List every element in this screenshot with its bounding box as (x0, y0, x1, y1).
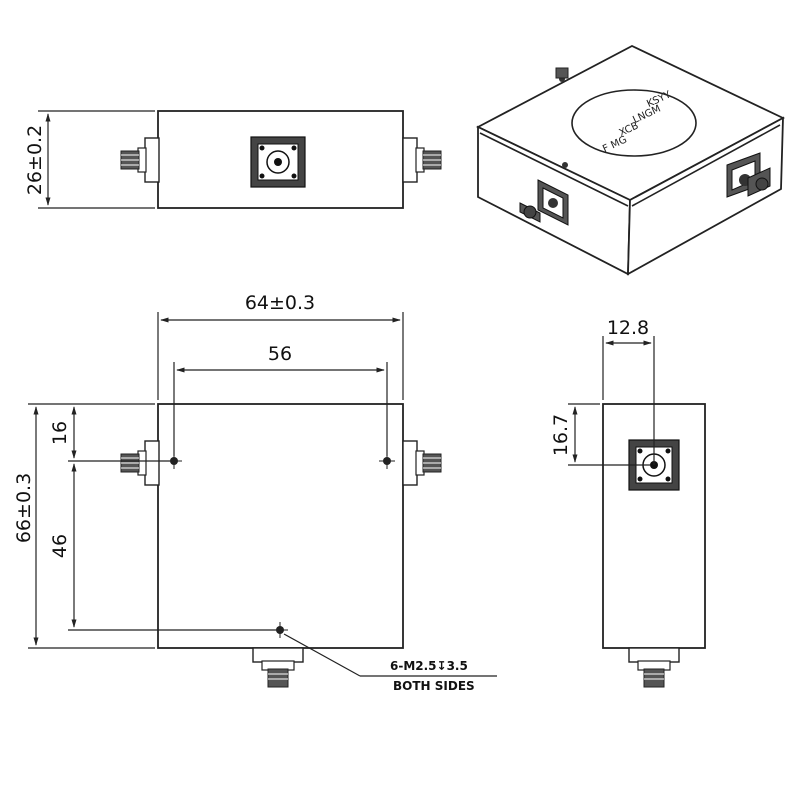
iso-front-connector (519, 179, 569, 226)
iso-label-plate: KSYY LNGM XCB F MG (571, 89, 697, 157)
top-view-body (157, 403, 404, 649)
dim-hole-spacing: 56 (173, 343, 388, 456)
dim-offset-46: 46 (49, 463, 276, 631)
isometric-view: KSYY LNGM XCB F MG (475, 44, 785, 276)
callout-sides: BOTH SIDES (393, 679, 475, 693)
label-connector-y: 16.7 (550, 414, 572, 456)
label-offset-46: 46 (49, 534, 71, 558)
callout-thread: 6-M2.5↧3.5 (390, 659, 468, 673)
iso-right-connector (726, 152, 771, 198)
end-view: 12.8 16.7 (550, 317, 706, 688)
dim-height-total: 66±0.3 (13, 403, 155, 649)
dim-connector-y: 16.7 (550, 403, 650, 466)
label-connector-x: 12.8 (607, 317, 649, 339)
top-right-sma-connector (402, 440, 442, 486)
top-left-sma-connector (120, 440, 160, 486)
end-bottom-sma-connector (628, 647, 680, 688)
thread-callout: 6-M2.5↧3.5 BOTH SIDES (283, 633, 497, 693)
dim-connector-x: 12.8 (602, 317, 655, 465)
iso-hole (562, 162, 568, 168)
top-view: 64±0.3 56 66±0.3 16 46 (13, 292, 497, 693)
label-offset-16: 16 (49, 421, 71, 445)
dim-width-top: 64±0.3 (157, 292, 404, 400)
mounting-hole (166, 453, 182, 469)
label-width-top: 64±0.3 (245, 292, 315, 314)
top-bottom-sma-connector (252, 647, 304, 688)
dim-offset-16: 16 (49, 406, 170, 462)
label-hole-spacing: 56 (268, 343, 292, 365)
right-sma-connector (402, 137, 442, 183)
iso-right-face (627, 116, 784, 276)
side-view: 26±0.2 (24, 110, 442, 209)
label-height-side: 26±0.2 (24, 125, 46, 195)
center-flange-connector (250, 136, 306, 188)
label-height-total: 66±0.3 (13, 473, 35, 543)
dim-height-side: 26±0.2 (24, 110, 155, 209)
left-sma-connector (120, 137, 160, 183)
